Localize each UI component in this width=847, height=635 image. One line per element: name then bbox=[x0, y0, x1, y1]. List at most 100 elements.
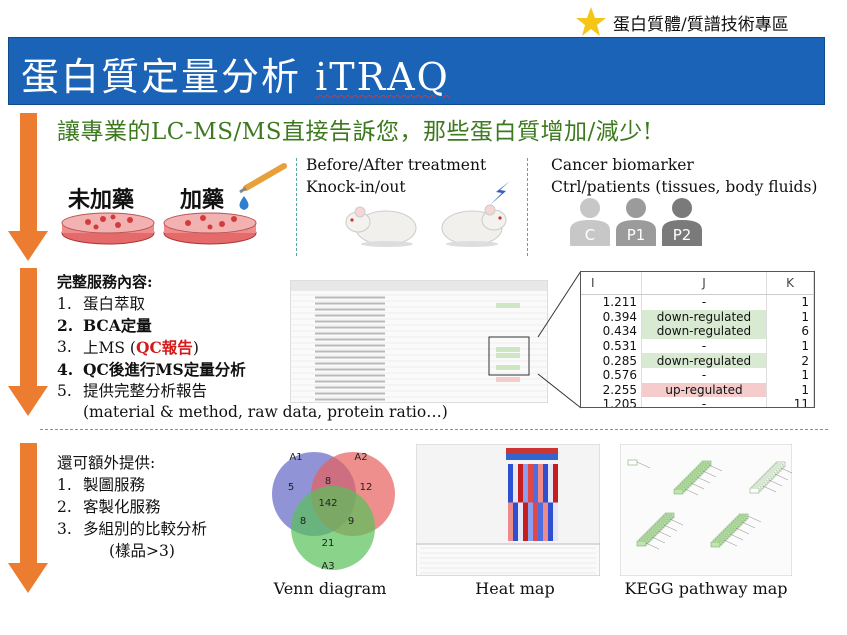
person-label-c: C bbox=[585, 226, 595, 244]
heatmap-caption: Heat map bbox=[475, 579, 555, 598]
heatmap-cell bbox=[543, 524, 548, 530]
sheet-text-stub bbox=[315, 350, 385, 353]
ratio-cell: 0.531 bbox=[581, 338, 642, 354]
service-heading: 完整服務內容: bbox=[57, 273, 153, 291]
heatmap-cell bbox=[533, 475, 538, 481]
heatmap-cell bbox=[553, 508, 558, 514]
heatmap-cell bbox=[528, 491, 533, 497]
heatmap-cell bbox=[553, 530, 558, 536]
sheet-text-stub bbox=[315, 362, 385, 365]
heatmap-cell bbox=[518, 497, 523, 503]
page-title: 蛋白質定量分析 iTRAQ bbox=[21, 46, 450, 101]
venn-value: 12 bbox=[360, 482, 373, 493]
heatmap-cell bbox=[518, 469, 523, 475]
heatmap-cell bbox=[528, 464, 533, 470]
count-cell: 11 bbox=[766, 397, 814, 407]
zoom-connector bbox=[537, 270, 582, 409]
down-arrow-icon bbox=[8, 268, 48, 416]
heatmap-cell bbox=[553, 480, 558, 486]
table-row: 1.211-1 bbox=[581, 294, 814, 310]
heatmap-cell bbox=[533, 513, 538, 519]
heatmap-cell bbox=[518, 464, 523, 470]
heatmap-cell bbox=[508, 491, 513, 497]
heatmap-cell bbox=[523, 513, 528, 519]
mouse-model-text: Before/After treatment Knock-in/out bbox=[306, 154, 486, 198]
heatmap-cell bbox=[528, 535, 533, 541]
person-icon-c: C bbox=[570, 198, 610, 246]
divider bbox=[296, 158, 297, 256]
mouse-line-2: Knock-in/out bbox=[306, 178, 406, 196]
service-item: 5.提供完整分析報告 bbox=[57, 381, 448, 403]
biomarker-line-2: Ctrl/patients (tissues, body fluids) bbox=[551, 178, 818, 196]
heatmap-cell bbox=[523, 535, 528, 541]
ratio-cell: 0.394 bbox=[581, 309, 642, 325]
kegg-node bbox=[673, 488, 684, 495]
heatmap-cell bbox=[518, 486, 523, 492]
item-text: 蛋白萃取 bbox=[83, 294, 146, 313]
kegg-edge bbox=[747, 515, 762, 523]
heatmap-cell bbox=[523, 469, 528, 475]
heatmap-cell bbox=[518, 491, 523, 497]
count-cell: 1 bbox=[766, 367, 814, 383]
heatmap-cell bbox=[538, 469, 543, 475]
ratio-cell: 0.576 bbox=[581, 367, 642, 383]
count-cell: 6 bbox=[766, 324, 814, 339]
person-label-p2: P2 bbox=[673, 226, 692, 244]
sheet-text-stub bbox=[315, 344, 385, 347]
item-number: 4. bbox=[57, 360, 74, 379]
heatmap-cell bbox=[523, 524, 528, 530]
kegg-edge bbox=[663, 524, 678, 532]
biomarker-text: Cancer biomarker Ctrl/patients (tissues,… bbox=[551, 154, 817, 198]
heatmap-cell bbox=[543, 469, 548, 475]
heatmap-cell bbox=[528, 502, 533, 508]
kegg-caption: KEGG pathway map bbox=[624, 579, 788, 598]
mouse-icon bbox=[441, 204, 507, 247]
heatmap-cell bbox=[523, 464, 528, 470]
heatmap-cell bbox=[528, 469, 533, 475]
kegg-edge bbox=[708, 464, 723, 472]
sheet-text-stub bbox=[315, 368, 385, 371]
sheet-text-stub bbox=[315, 398, 385, 401]
heatmap-cell bbox=[538, 513, 543, 519]
column-header: J bbox=[641, 272, 767, 295]
heatmap-cell bbox=[523, 486, 528, 492]
heatmap-cell bbox=[538, 524, 543, 530]
heatmap-cell bbox=[553, 475, 558, 481]
people-group: C P1 P2 bbox=[570, 198, 702, 246]
heatmap-cell bbox=[513, 491, 518, 497]
kegg-node bbox=[636, 540, 647, 547]
extra-service-list: 還可額外提供: 1.製圖服務 2.客製化服務 3.多組別的比較分析 (樣品>3) bbox=[57, 452, 207, 562]
heatmap-cell bbox=[543, 480, 548, 486]
kegg-edge bbox=[651, 536, 666, 544]
heatmap-cell bbox=[538, 535, 543, 541]
regulation-cell: down-regulated bbox=[641, 353, 767, 368]
heatmap-cell bbox=[513, 497, 518, 503]
heatmap-cell bbox=[523, 502, 528, 508]
heatmap-cell bbox=[533, 502, 538, 508]
service-item: 3.上MS (QC報告) bbox=[57, 337, 448, 360]
heatmap-cell bbox=[523, 530, 528, 536]
ratio-cell: 1.211 bbox=[581, 294, 642, 310]
heatmap-cell bbox=[513, 475, 518, 481]
column-header: K bbox=[766, 272, 814, 295]
venn-label-a1: A1 bbox=[289, 452, 302, 463]
kegg-edge bbox=[774, 473, 789, 481]
heatmap-cell bbox=[543, 502, 548, 508]
heatmap-cell bbox=[553, 491, 558, 497]
sheet-text-stub bbox=[315, 326, 385, 329]
kegg-edge bbox=[657, 530, 672, 538]
kegg-node bbox=[749, 487, 760, 494]
venn-label-a3: A3 bbox=[321, 561, 334, 572]
item-number: 3. bbox=[57, 337, 72, 356]
heatmap-cell bbox=[508, 469, 513, 475]
kegg-edge bbox=[762, 485, 777, 493]
heatmap-cell bbox=[533, 486, 538, 492]
table-row: 0.576-1 bbox=[581, 367, 814, 383]
heatmap-cell bbox=[543, 486, 548, 492]
ratio-cell: 0.434 bbox=[581, 324, 642, 339]
heatmap-cell bbox=[513, 469, 518, 475]
sheet-text-stub bbox=[315, 356, 385, 359]
venn-value: 9 bbox=[348, 516, 354, 527]
sheet-text-stub bbox=[315, 320, 385, 323]
